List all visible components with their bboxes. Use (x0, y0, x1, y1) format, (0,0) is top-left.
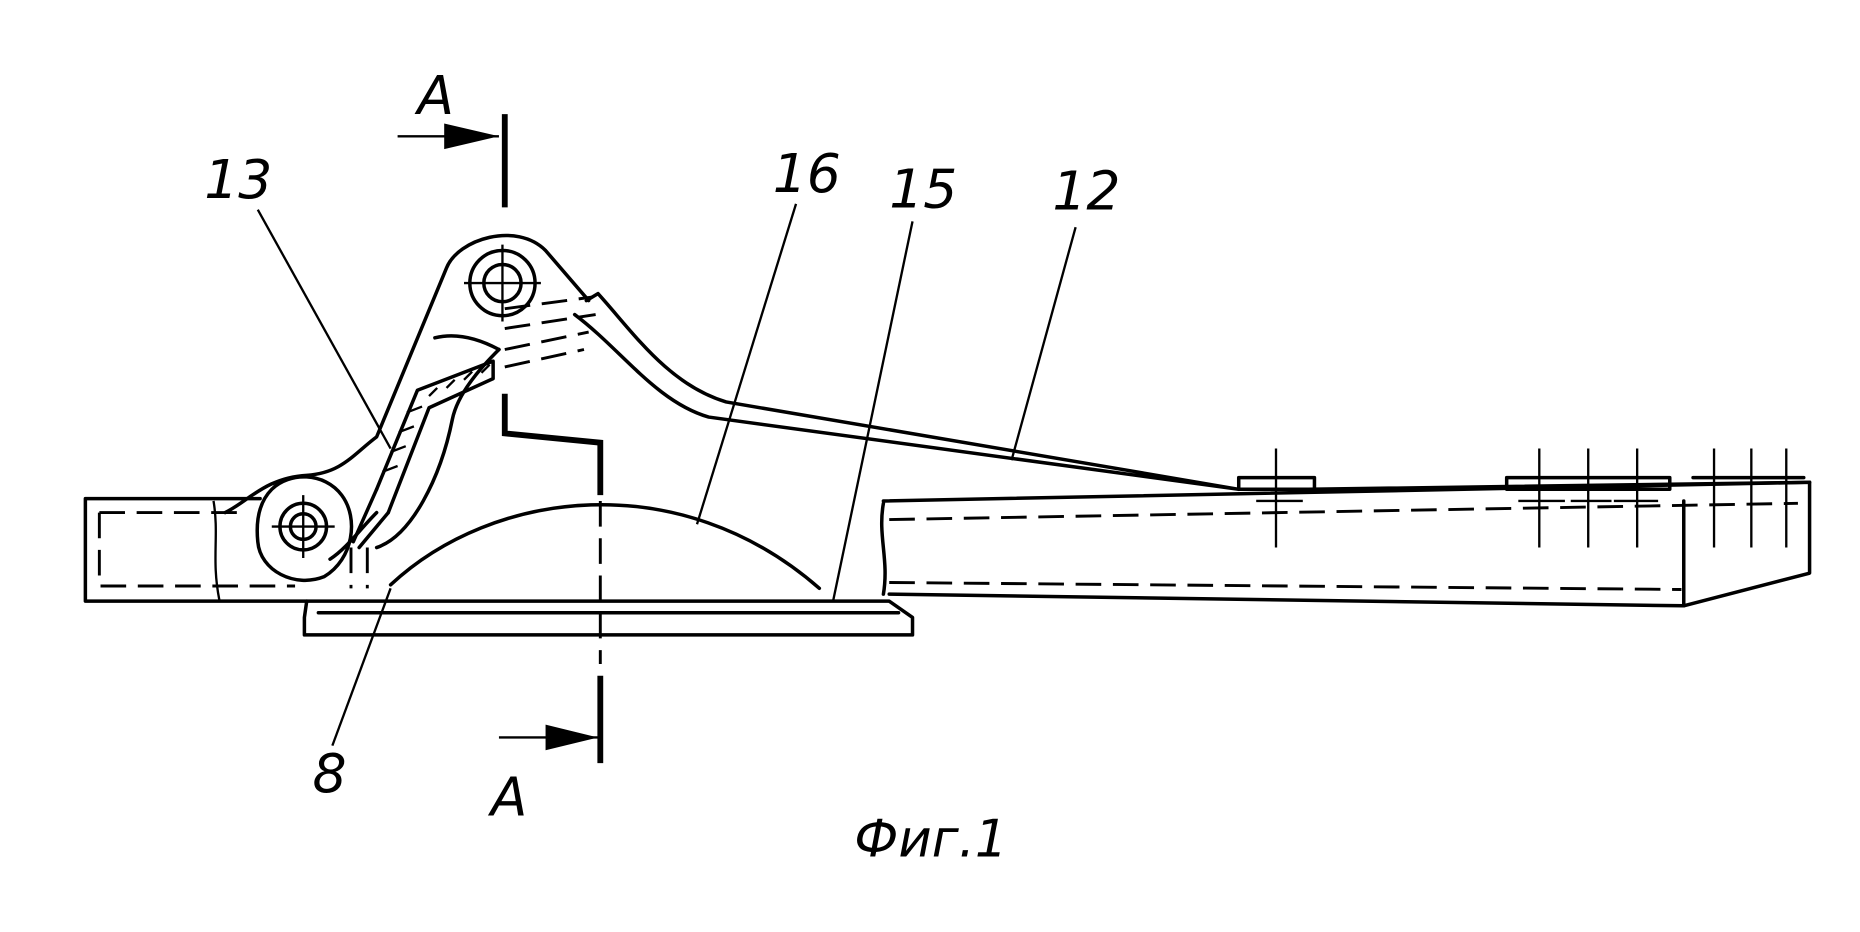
main-beam (882, 449, 1810, 606)
label-15: 15 (889, 157, 957, 220)
lever-12 (575, 294, 1239, 490)
label-13: 13 (204, 148, 272, 211)
left-frame (85, 499, 306, 602)
figure-caption: Фиг.1 (854, 809, 1007, 869)
arrow-top-icon (444, 123, 499, 149)
label-12: 12 (1052, 160, 1120, 223)
label-8: 8 (313, 742, 347, 805)
leader-lines (258, 204, 1076, 746)
arch-16 (391, 505, 820, 589)
arrow-bottom-icon (546, 725, 598, 751)
label-section-top: A (414, 64, 454, 127)
label-section-bottom: A (488, 766, 528, 829)
label-16: 16 (773, 142, 841, 205)
base-plate (304, 601, 912, 635)
section-line (398, 114, 601, 763)
top-pin (464, 245, 541, 322)
bottom-pin (257, 477, 351, 580)
